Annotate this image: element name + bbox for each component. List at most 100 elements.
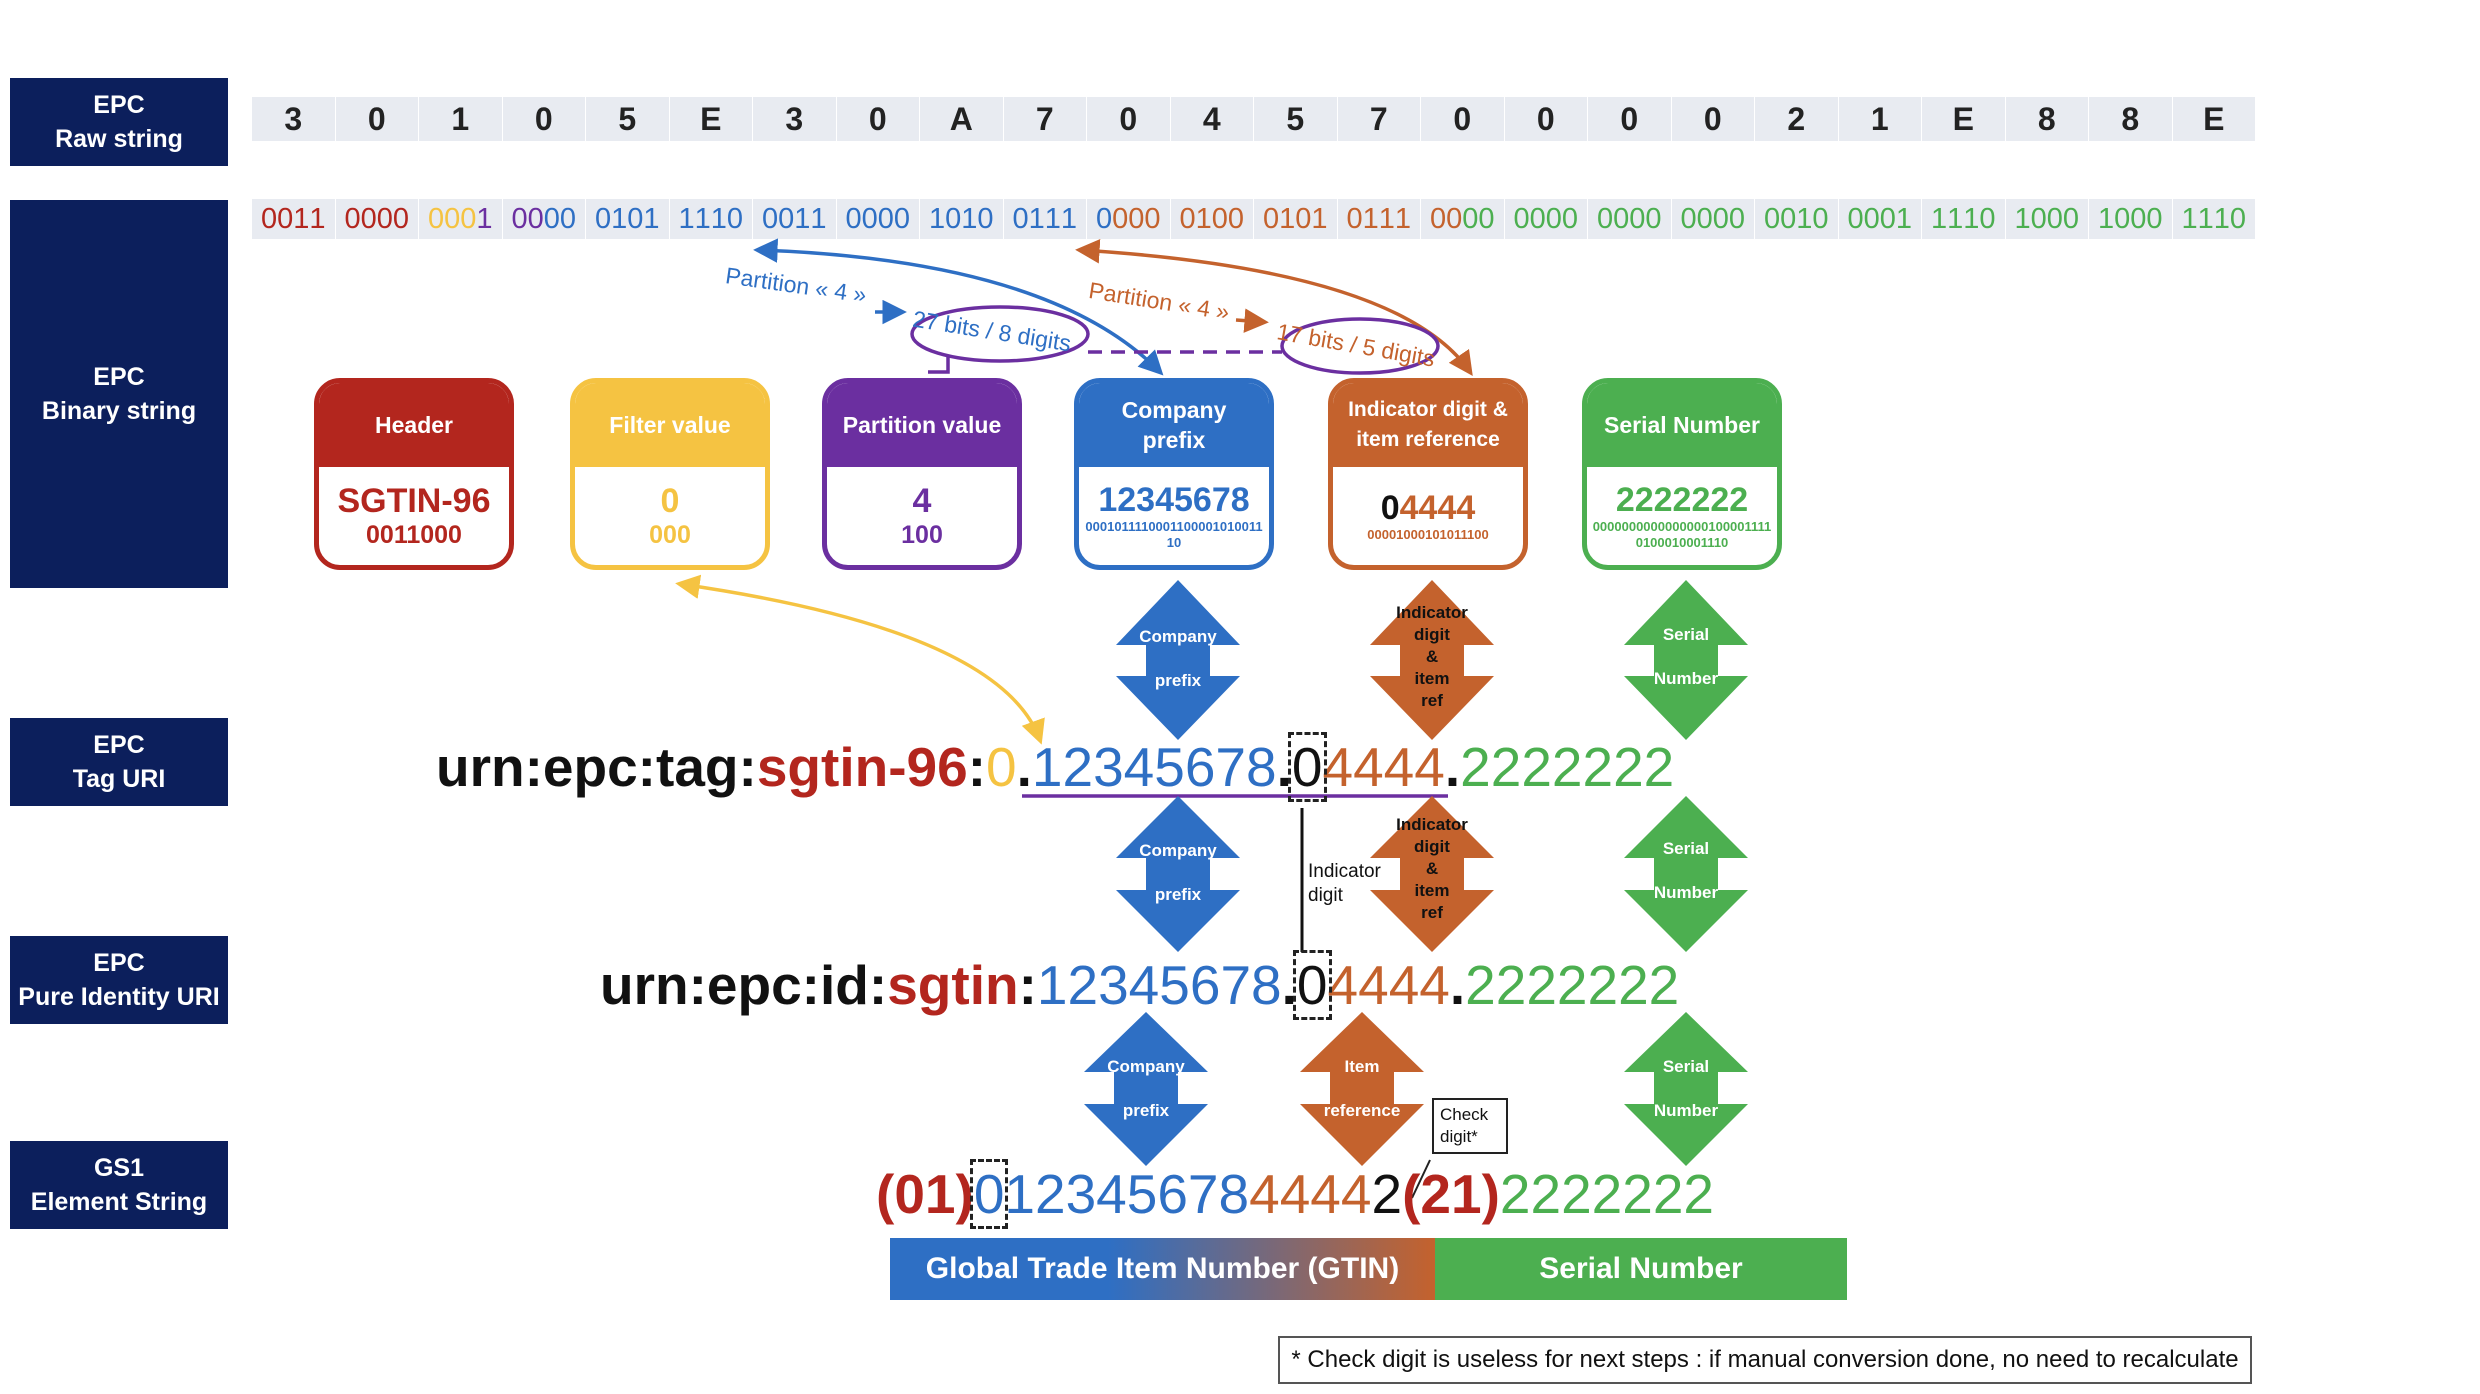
tag-uri-dot: . — [1276, 736, 1292, 798]
arrow-label-item-2: Indicator digit & item ref — [1396, 815, 1468, 922]
binary-bit: 0 — [2146, 202, 2163, 235]
binary-bit: 0 — [778, 202, 795, 235]
binary-bit: 1 — [2197, 202, 2214, 235]
field-title: Partition value — [827, 383, 1017, 467]
binary-bit: 1 — [1195, 202, 1212, 235]
raw-hex-cell: 0 — [1671, 97, 1754, 141]
binary-bit: 0 — [1680, 202, 1697, 235]
gs1-ai-01: (01) — [876, 1163, 974, 1225]
pure-uri-company: 12345678 — [1036, 954, 1282, 1016]
check-digit-note: Check digit* — [1432, 1098, 1508, 1154]
binary-bit: 0 — [2030, 202, 2047, 235]
binary-bit: 0 — [1812, 202, 1829, 235]
raw-hex-cell: 0 — [1421, 97, 1504, 141]
gs1-ai-21: (21) — [1402, 1163, 1500, 1225]
binary-bit: 0 — [761, 202, 779, 235]
field-binary: 000 — [649, 521, 691, 549]
binary-bit: 0 — [1295, 202, 1312, 235]
binary-bit: 1 — [1796, 202, 1813, 235]
tag-uri-dot: . — [1016, 736, 1032, 798]
binary-bit: 0 — [1095, 202, 1113, 235]
binary-bit: 0 — [511, 202, 528, 235]
pure-uri-prefix: urn:epc:id: — [600, 954, 888, 1016]
binary-bit: 0 — [1879, 202, 1896, 235]
binary-bit: 0 — [1561, 202, 1579, 235]
binary-bit: 1 — [2181, 202, 2198, 235]
arrow-label-company-3: Company prefix — [1107, 1057, 1185, 1120]
gs1-company: 12345678 — [1004, 1163, 1250, 1225]
binary-bit: 0 — [1763, 202, 1781, 235]
field-binary: 000101111000110000101001110 — [1085, 519, 1263, 550]
binary-bit: 0 — [1144, 202, 1161, 235]
footnote: * Check digit is useless for next steps … — [1278, 1336, 2252, 1384]
binary-bit: 0 — [376, 202, 393, 235]
arrow-label-serial-1: Serial Number — [1653, 625, 1719, 688]
field-value: 2222222 — [1615, 481, 1749, 519]
field-binary: 00000000000000001000011110100010001110 — [1592, 519, 1772, 550]
binary-bit: 1 — [1895, 202, 1913, 235]
pure-uri-item: 4444 — [1327, 954, 1450, 1016]
binary-bit: 0 — [1446, 202, 1463, 235]
binary-bit: 0 — [392, 202, 410, 235]
binary-bit: 1 — [1279, 202, 1296, 235]
binary-bit: 0 — [2229, 202, 2247, 235]
binary-bit: 1 — [2097, 202, 2115, 235]
binary-bit: 0 — [726, 202, 744, 235]
indicator-digit-note: Indicator digit — [1308, 861, 1381, 906]
tag-uri-indicator: 0 — [1287, 732, 1327, 802]
label-tag-uri: EPC Tag URI — [10, 718, 228, 806]
binary-bit: 0 — [893, 202, 911, 235]
binary-bit: 0 — [444, 202, 461, 235]
label-binary-string: EPC Binary string — [10, 200, 228, 588]
field-value-indicator: 0 — [1380, 489, 1400, 527]
binary-bit: 1 — [476, 202, 493, 235]
field-box-item: Indicator digit & item reference 04444 0… — [1328, 378, 1528, 570]
serial-bar: Serial Number — [1435, 1238, 1847, 1300]
binary-bit: 0 — [1478, 202, 1495, 235]
arrow-label-serial-3: Serial Number — [1653, 1057, 1719, 1120]
binary-bit: 1 — [643, 202, 660, 235]
field-value: 12345678 — [1098, 481, 1250, 519]
binary-bit: 1 — [1947, 202, 1964, 235]
binary-bit: 0 — [977, 202, 994, 235]
field-binary: 0011000 — [366, 521, 462, 549]
binary-bit: 0 — [277, 202, 294, 235]
field-value: SGTIN-96 — [337, 482, 491, 520]
raw-hex-cell: 5 — [1254, 97, 1337, 141]
raw-hex-cell: 0 — [836, 97, 919, 141]
binary-bit: 1 — [1060, 202, 1078, 235]
binary-bit: 0 — [627, 202, 644, 235]
raw-hex-cell: E — [2172, 97, 2255, 141]
binary-bit: 0 — [2130, 202, 2147, 235]
field-title: Header — [319, 383, 509, 467]
gs1-check-digit: 2 — [1371, 1163, 1403, 1225]
field-box-company: Company prefix 12345678 0001011110001100… — [1074, 378, 1274, 570]
binary-bit: 1 — [810, 202, 827, 235]
binary-bit: 1 — [710, 202, 727, 235]
binary-bit: 0 — [845, 202, 862, 235]
pure-identity-uri: urn:epc:id:sgtin:12345678.04444.2222222 — [600, 950, 1679, 1020]
field-title: Filter value — [575, 383, 765, 467]
tag-uri-serial: 2222222 — [1460, 736, 1675, 798]
field-binary: 00001000101011100 — [1367, 527, 1489, 542]
binary-bit: 1 — [1963, 202, 1980, 235]
binary-bit: 1 — [611, 202, 628, 235]
binary-bit: 0 — [1613, 202, 1630, 235]
binary-bit: 0 — [2046, 202, 2063, 235]
binary-bit: 1 — [961, 202, 978, 235]
raw-hex-cell: 5 — [586, 97, 669, 141]
binary-bit: 0 — [2114, 202, 2131, 235]
